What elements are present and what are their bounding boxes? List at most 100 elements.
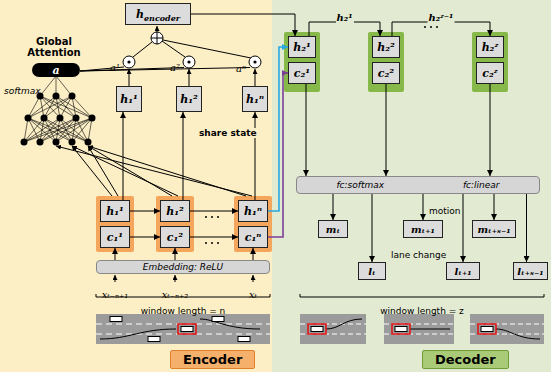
sum-symbol — [151, 32, 163, 44]
multiply-symbol — [183, 56, 195, 68]
label-holder: lane change — [390, 243, 447, 262]
ellipsis-dots — [211, 242, 213, 244]
connector — [130, 211, 160, 212]
label-holder: window length = n — [141, 299, 226, 318]
multiply-symbol — [249, 56, 261, 68]
label-holder: xₜ — [249, 283, 257, 302]
hidden-state-box: h₁² — [160, 200, 190, 222]
road-illustration — [200, 319, 260, 329]
panel-title: Encoder — [170, 350, 255, 369]
window-label: window length = z — [380, 306, 464, 316]
attention-vector: a — [32, 63, 80, 77]
node-text: h₁¹ — [106, 205, 124, 218]
embedding-layer: Embedding: ReLU — [96, 260, 270, 274]
network-neuron — [53, 139, 60, 146]
attention-wire — [255, 69, 256, 86]
node-text: h₁² — [180, 93, 198, 106]
cell-state-box: c₁² — [160, 226, 190, 248]
network-link — [24, 118, 76, 142]
edge-label-holder: h₂¹ — [335, 6, 353, 25]
connector — [490, 84, 491, 176]
connector — [130, 237, 160, 238]
network-neuron — [69, 93, 76, 100]
attention-wire — [72, 146, 178, 196]
hidden-state-box: h₂ᶻ — [476, 36, 504, 58]
network-neuron — [73, 115, 80, 122]
hidden-state-box: h₁² — [176, 86, 202, 112]
sum-symbol — [151, 32, 163, 44]
encoder-ground — [0, 0, 272, 372]
attention-wire — [56, 146, 252, 196]
network-link — [40, 96, 76, 118]
label-holder: window length = z — [380, 299, 464, 318]
network-link — [56, 118, 92, 142]
network-neuron — [21, 139, 28, 146]
ellipsis-dots — [205, 216, 207, 218]
node-text: mₜ₊₁ — [411, 224, 435, 235]
connector — [190, 237, 238, 238]
connector — [253, 248, 254, 260]
connector — [386, 84, 387, 176]
road-illustration — [478, 324, 496, 334]
cell-state-box: c₂ᶻ — [476, 62, 504, 84]
output-group-label: lane change — [390, 250, 447, 260]
road-illustration — [384, 314, 454, 344]
hidden-state-box: h₂² — [372, 36, 400, 58]
connector — [494, 194, 495, 220]
lane-change-output: lₜ — [358, 262, 386, 280]
label-holder: share state — [198, 121, 258, 140]
network-link — [24, 118, 28, 142]
network-neuron — [25, 115, 32, 122]
connector — [268, 73, 288, 237]
network-link — [72, 118, 92, 142]
edge-label: h₂ᶻ⁻¹ — [428, 12, 455, 23]
network-neuron — [57, 115, 64, 122]
connector — [268, 47, 288, 211]
hidden-state-box: h₁¹ — [116, 86, 142, 112]
network-link — [56, 96, 92, 118]
multiply-dot — [187, 60, 190, 63]
decoder-ground — [272, 0, 551, 372]
fully-connected-layer: fc:softmax fc:linear — [296, 176, 540, 194]
road-illustration — [308, 324, 326, 334]
connector — [309, 22, 380, 36]
road-illustration — [470, 314, 544, 344]
node-text: fc:linear — [463, 180, 500, 190]
node-text: mₜ₊ₛ₋₁ — [477, 224, 510, 235]
road-illustration — [384, 314, 454, 344]
connector — [463, 194, 464, 262]
node-text: h₁ⁿ — [244, 205, 262, 218]
attention-wire — [88, 146, 118, 196]
hidden-state-box: h₁ⁿ — [242, 86, 268, 112]
ellipsis-dots — [205, 242, 207, 244]
node-text: a — [52, 64, 59, 77]
network-link — [40, 76, 56, 96]
road-illustration — [311, 327, 323, 332]
multiply-dot — [253, 60, 256, 63]
road-illustration — [100, 329, 176, 339]
lane-change-output: lₜ₊ₛ₋₁ — [513, 262, 548, 280]
ellipsis-dots — [211, 216, 213, 218]
road-illustration — [300, 314, 366, 344]
multiply-symbol — [123, 56, 135, 68]
road-illustration — [392, 324, 410, 334]
label-holder: Global Attention — [22, 36, 86, 58]
lstm-cell-frame — [234, 196, 272, 252]
connector — [115, 248, 116, 260]
lstm-cell-frame — [472, 32, 508, 92]
label-holder: softmax — [4, 79, 41, 98]
ellipsis-dots — [436, 26, 438, 28]
network-link — [28, 96, 56, 118]
cell-state-box: c₁¹ — [100, 226, 130, 248]
ellipsis-dots — [424, 26, 426, 28]
node-text: fc:softmax — [336, 180, 384, 190]
node-text: c₁ⁿ — [245, 231, 262, 244]
road-illustration — [395, 327, 407, 332]
node-text: c₂ᶻ — [482, 67, 497, 80]
node-text: lₜ — [368, 266, 376, 277]
lstm-cell-frame — [156, 196, 194, 252]
network-link — [24, 118, 60, 142]
node-text: h₁ⁿ — [246, 93, 264, 106]
node-text: c₂² — [378, 67, 394, 80]
